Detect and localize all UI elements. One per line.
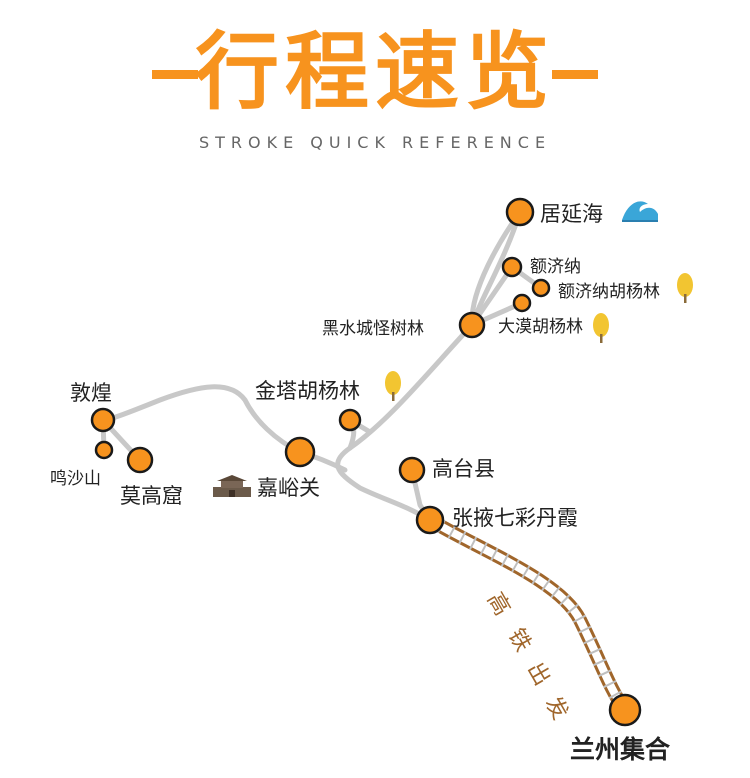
poplar-tree-icon [677, 273, 693, 303]
node-juyanhai [505, 197, 535, 227]
node-jiayuguan [284, 436, 316, 468]
node-damo-poplar [512, 293, 532, 313]
label-mingsha: 鸣沙山 [50, 469, 101, 489]
label-ejina: 额济纳 [530, 257, 581, 277]
label-jiayuguan: 嘉峪关 [257, 476, 320, 500]
wave-icon [622, 201, 658, 222]
node-ejina [501, 256, 523, 278]
label-lanzhou: 兰州集合 [570, 735, 671, 764]
rail-char-2: 铁 [503, 625, 536, 657]
fortress-icon [213, 475, 251, 497]
rail-char-4: 发 [540, 693, 573, 725]
node-ejina-poplar [531, 278, 551, 298]
poplar-tree-icon [385, 371, 401, 401]
node-mingsha [94, 440, 114, 460]
label-heishui: 黑水城怪树林 [322, 319, 424, 339]
label-dunhuang: 敦煌 [70, 381, 112, 405]
page-subtitle: STROKE QUICK REFERENCE [198, 133, 552, 152]
node-zhangye [415, 505, 445, 535]
route-dunhuang [100, 384, 303, 455]
label-mogao: 莫高窟 [120, 484, 183, 508]
label-jinta-poplar: 金塔胡杨林 [255, 379, 360, 403]
poplar-tree-icon [593, 313, 609, 343]
route-nodes [90, 197, 642, 727]
route-north-south [335, 322, 475, 523]
title-right-dash [552, 70, 598, 79]
page-header: 行程速览 [0, 22, 750, 122]
label-damo-poplar: 大漠胡杨林 [498, 317, 583, 337]
page-title: 行程速览 [194, 23, 555, 121]
label-gaotai: 高台县 [432, 457, 495, 481]
rail-char-3: 出 [522, 659, 555, 691]
node-gaotai [398, 456, 426, 484]
node-lanzhou [608, 693, 642, 727]
title-left-dash [152, 70, 198, 79]
node-dunhuang [90, 407, 116, 433]
label-zhangye: 张掖七彩丹霞 [452, 506, 578, 530]
node-jinta-poplar [338, 408, 362, 432]
label-juyanhai: 居延海 [540, 202, 603, 226]
rail-char-1: 高 [482, 589, 515, 621]
node-mogao [126, 446, 154, 474]
label-ejina-poplar: 额济纳胡杨林 [558, 282, 660, 302]
railway [423, 513, 632, 717]
node-heishui [458, 311, 486, 339]
